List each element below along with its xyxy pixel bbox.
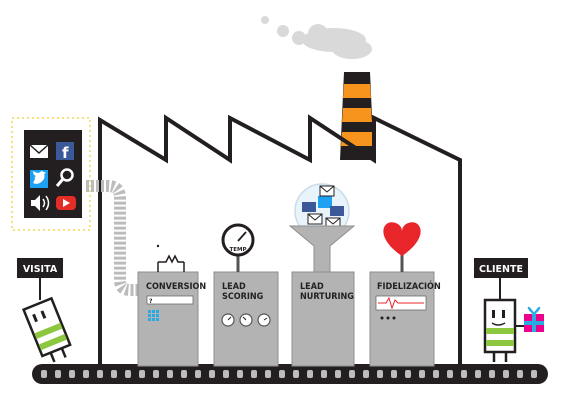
conveyor-roller: [111, 370, 117, 378]
twitter-icon: [30, 170, 48, 188]
client-label: CLIENTE: [479, 264, 523, 275]
machine-lead-scoring: TEMP LEAD SCORING: [213, 223, 279, 367]
social-media-panel: f: [11, 117, 91, 231]
conveyor-roller: [321, 370, 327, 378]
svg-text:?: ?: [149, 298, 153, 305]
conveyor-roller: [363, 370, 369, 378]
stage-scoring-label-1: LEAD: [222, 282, 246, 292]
stage-nurturing-label-2: NURTURING: [300, 292, 354, 302]
conveyor-roller: [419, 370, 425, 378]
conveyor-roller: [391, 370, 397, 378]
stage-loyalty-label: FIDELIZACIÓN: [377, 280, 441, 292]
heart-icon: [383, 222, 421, 256]
chimney: [340, 72, 374, 160]
visit-sign: VISITA: [17, 258, 63, 300]
client-character: [483, 298, 526, 362]
svg-text:f: f: [62, 144, 69, 162]
speaker-icon: [31, 195, 50, 211]
facebook-icon: f: [56, 142, 74, 162]
conveyor-roller: [223, 370, 229, 378]
gift-icon: [524, 306, 544, 332]
visit-label: VISITA: [23, 264, 58, 275]
factory-building: [98, 114, 462, 365]
stage-conversion-label: CONVERSION: [146, 282, 206, 292]
youtube-icon: [56, 196, 76, 210]
conveyor-roller: [447, 370, 453, 378]
conveyor-roller: [55, 370, 61, 378]
stage-nurturing-label-1: LEAD: [300, 282, 324, 292]
conveyor-roller: [475, 370, 481, 378]
conveyor-roller: [405, 370, 411, 378]
conveyor-roller: [251, 370, 257, 378]
conveyor-roller: [125, 370, 131, 378]
client-sign: CLIENTE: [474, 258, 528, 300]
conveyor-roller: [83, 370, 89, 378]
conveyor-roller: [69, 370, 75, 378]
conveyor-roller: [307, 370, 313, 378]
machine-loyalty: FIDELIZACIÓN: [369, 222, 441, 367]
conveyor-roller: [195, 370, 201, 378]
conveyor-roller: [433, 370, 439, 378]
conveyor-roller: [531, 370, 537, 378]
conveyor-roller: [279, 370, 285, 378]
heartbeat-monitor: [375, 295, 427, 311]
conveyor-roller: [293, 370, 299, 378]
conveyor-roller: [181, 370, 187, 378]
conveyor-roller: [153, 370, 159, 378]
stage-scoring-label-2: SCORING: [222, 292, 264, 302]
conveyor-roller: [139, 370, 145, 378]
conveyor-roller: [517, 370, 523, 378]
gauge-label: TEMP: [229, 247, 246, 253]
visitor-character: [21, 296, 72, 363]
conveyor-belt: [32, 364, 548, 384]
conveyor-roller: [97, 370, 103, 378]
search-icon: [55, 168, 74, 187]
funnel-icon: [288, 225, 356, 273]
conveyor-roller: [167, 370, 173, 378]
conveyor-roller: [377, 370, 383, 378]
conveyor-roller: [41, 370, 47, 378]
conveyor-roller: [237, 370, 243, 378]
email-icon: [29, 144, 49, 158]
smoke-cloud: [261, 16, 372, 59]
conveyor-roller: [265, 370, 271, 378]
temp-gauge-icon: TEMP: [221, 223, 255, 257]
conveyor-roller: [335, 370, 341, 378]
content-globe: [294, 183, 350, 239]
machine-conversion: CONVERSION ?: [137, 244, 206, 367]
keypad: [148, 310, 159, 321]
machine-lead-nurturing: LEAD NURTURING: [288, 183, 356, 367]
conveyor-roller: [461, 370, 467, 378]
conveyor-roller: [209, 370, 215, 378]
conveyor-roller: [503, 370, 509, 378]
input-pipe: [86, 180, 140, 296]
conveyor-roller: [349, 370, 355, 378]
conveyor-roller: [489, 370, 495, 378]
